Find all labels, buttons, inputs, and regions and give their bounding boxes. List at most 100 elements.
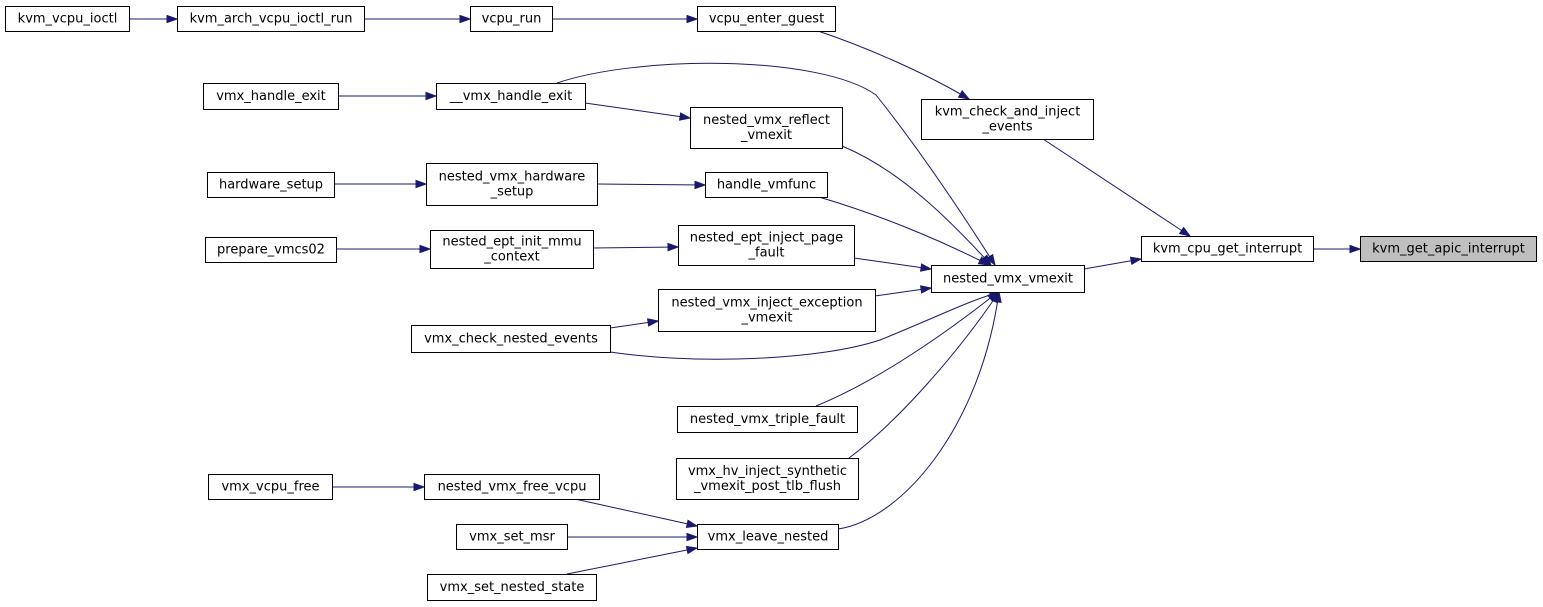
- node-label: kvm_arch_vcpu_ioctl_run: [190, 12, 353, 27]
- node-box[interactable]: [658, 289, 876, 332]
- node-box[interactable]: [690, 107, 843, 149]
- node-label: hardware_setup: [219, 178, 323, 193]
- node-label: kvm_vcpu_ioctl: [18, 12, 118, 27]
- node-kvm-check-and-inject-events[interactable]: kvm_check_and_inject_events: [921, 99, 1094, 140]
- arrowhead-icon: [425, 91, 438, 101]
- edge-nested_vmx_vmexit-to-kvm_cpu_get_interrupt: [1083, 256, 1143, 270]
- node-box[interactable]: [5, 6, 130, 32]
- node-box[interactable]: [697, 6, 836, 32]
- node-box[interactable]: [426, 163, 598, 206]
- node-nested-vmx-inject-exception-vmexit[interactable]: nested_vmx_inject_exception_vmexit: [658, 289, 876, 332]
- node-box[interactable]: [677, 406, 858, 433]
- edge-nested_vmx_inject_exception_vmexit-to-nested_vmx_vmexit: [874, 285, 933, 297]
- arrowhead-icon: [646, 318, 660, 327]
- node-label: nested_vmx_inject_exception: [671, 296, 862, 311]
- node-vmx-set-nested-state[interactable]: vmx_set_nested_state: [427, 574, 597, 601]
- node-nested-vmx-hardware-setup[interactable]: nested_vmx_hardware_setup: [426, 163, 598, 206]
- node-box[interactable]: [1141, 236, 1314, 262]
- node-box[interactable]: [676, 458, 859, 500]
- node-label: nested_vmx_hardware: [439, 170, 586, 185]
- node-nested-vmx-free-vcpu[interactable]: nested_vmx_free_vcpu: [424, 474, 600, 500]
- node-hardware-setup[interactable]: hardware_setup: [207, 172, 335, 198]
- node-vmx-leave-nested[interactable]: vmx_leave_nested: [697, 524, 839, 550]
- edge-vmx_check_nested_events-to-nested_vmx_inject_exception_vmexit: [609, 318, 660, 329]
- node-label: _vmexit: [740, 128, 792, 143]
- node-vcpu-enter-guest[interactable]: vcpu_enter_guest: [697, 6, 836, 32]
- node-box[interactable]: [705, 172, 828, 198]
- node-kvm-arch-vcpu-ioctl-run[interactable]: kvm_arch_vcpu_ioctl_run: [177, 6, 365, 32]
- arrowhead-icon: [166, 14, 179, 24]
- node-label: vmx_set_msr: [469, 530, 555, 545]
- node-handle-vmfunc[interactable]: handle_vmfunc: [705, 172, 828, 198]
- node-label: vcpu_enter_guest: [709, 12, 824, 27]
- node-nested-vmx-triple-fault[interactable]: nested_vmx_triple_fault: [677, 406, 858, 433]
- node-label: nested_vmx_free_vcpu: [438, 480, 587, 495]
- arrowhead-icon: [993, 290, 1002, 304]
- node-label: _vmexit: [740, 311, 792, 326]
- arrowhead-icon: [977, 256, 991, 266]
- node-label: nested_vmx_vmexit: [943, 272, 1073, 287]
- node-kvm-vcpu-ioctl[interactable]: kvm_vcpu_ioctl: [5, 6, 130, 32]
- node-box[interactable]: [678, 225, 855, 266]
- arrowhead-icon: [1178, 226, 1192, 237]
- node-kvm-cpu-get-interrupt[interactable]: kvm_cpu_get_interrupt: [1141, 236, 1314, 262]
- node-nested-ept-inject-page-fault[interactable]: nested_ept_inject_page_fault: [678, 225, 855, 266]
- node-box[interactable]: [1360, 236, 1537, 262]
- node-nested-ept-init-mmu-context[interactable]: nested_ept_init_mmu_context: [430, 230, 594, 269]
- node-kvm-get-apic-interrupt[interactable]: kvm_get_apic_interrupt: [1360, 236, 1537, 262]
- node-box[interactable]: [931, 265, 1085, 293]
- node-label: _context: [483, 250, 540, 265]
- arrowhead-icon: [1129, 256, 1143, 266]
- node-label: vmx_leave_nested: [708, 530, 829, 545]
- arrowhead-icon: [413, 482, 426, 492]
- node-box[interactable]: [430, 230, 594, 269]
- node-box[interactable]: [424, 474, 600, 500]
- node-box[interactable]: [436, 83, 586, 110]
- node-box[interactable]: [411, 325, 611, 353]
- node-label: nested_vmx_reflect: [703, 113, 830, 128]
- node-nested-vmx-vmexit[interactable]: nested_vmx_vmexit: [931, 265, 1085, 293]
- node-label: vcpu_run: [482, 12, 542, 27]
- node-vmx-hv-inject-synthetic-vmexit-post-tlb-flush[interactable]: vmx_hv_inject_synthetic_vmexit_post_tlb_…: [676, 458, 859, 500]
- edge-hardware_setup-to-nested_vmx_hardware_setup: [334, 179, 428, 189]
- node-vmx-check-nested-events[interactable]: vmx_check_nested_events: [411, 325, 611, 353]
- node-vmx-set-msr[interactable]: vmx_set_msr: [456, 524, 568, 550]
- node---vmx-handle-exit[interactable]: __vmx_handle_exit: [436, 83, 586, 110]
- node-label: vmx_hv_inject_synthetic: [688, 464, 847, 479]
- edge-line: [584, 102, 691, 119]
- node-box[interactable]: [921, 99, 1094, 140]
- arrowhead-icon: [685, 545, 699, 555]
- node-box[interactable]: [697, 524, 839, 550]
- edge-vcpu_enter_guest-to-kvm_check_and_inject_events: [817, 30, 971, 100]
- node-prepare-vmcs02[interactable]: prepare_vmcs02: [205, 237, 337, 263]
- arrowhead-icon: [459, 14, 472, 24]
- edge-kvm_vcpu_ioctl-to-kvm_arch_vcpu_ioctl_run: [129, 14, 179, 24]
- edge-line: [1042, 138, 1191, 237]
- edges-layer: [129, 14, 1362, 575]
- node-box[interactable]: [427, 574, 597, 601]
- node-vmx-handle-exit[interactable]: vmx_handle_exit: [203, 83, 339, 110]
- edge-line: [841, 145, 992, 266]
- node-label: _fault: [748, 246, 785, 261]
- edge-vmx_vcpu_free-to-nested_vmx_free_vcpu: [332, 482, 426, 492]
- node-box[interactable]: [470, 6, 553, 32]
- node-box[interactable]: [207, 172, 335, 198]
- node-vmx-vcpu-free[interactable]: vmx_vcpu_free: [208, 474, 333, 500]
- edge-line: [609, 291, 1001, 360]
- node-vcpu-run[interactable]: vcpu_run: [470, 6, 553, 32]
- edge-kvm_arch_vcpu_ioctl_run-to-vcpu_run: [364, 14, 472, 24]
- node-box[interactable]: [208, 474, 333, 500]
- node-box[interactable]: [177, 6, 365, 32]
- node-nested-vmx-reflect-vmexit[interactable]: nested_vmx_reflect_vmexit: [690, 107, 843, 149]
- node-label: nested_ept_init_mmu: [442, 235, 581, 250]
- arrowhead-icon: [415, 179, 428, 189]
- edge-kvm_check_and_inject_events-to-kvm_cpu_get_interrupt: [1042, 138, 1192, 237]
- node-label: vmx_handle_exit: [216, 89, 326, 104]
- node-box[interactable]: [456, 524, 568, 550]
- arrowhead-icon: [667, 242, 680, 252]
- node-label: _vmexit_post_tlb_flush: [693, 479, 841, 494]
- node-box[interactable]: [205, 237, 337, 263]
- node-box[interactable]: [203, 83, 339, 110]
- edge-line: [592, 246, 679, 249]
- edge-__vmx_handle_exit-to-nested_vmx_reflect_vmexit: [584, 102, 692, 121]
